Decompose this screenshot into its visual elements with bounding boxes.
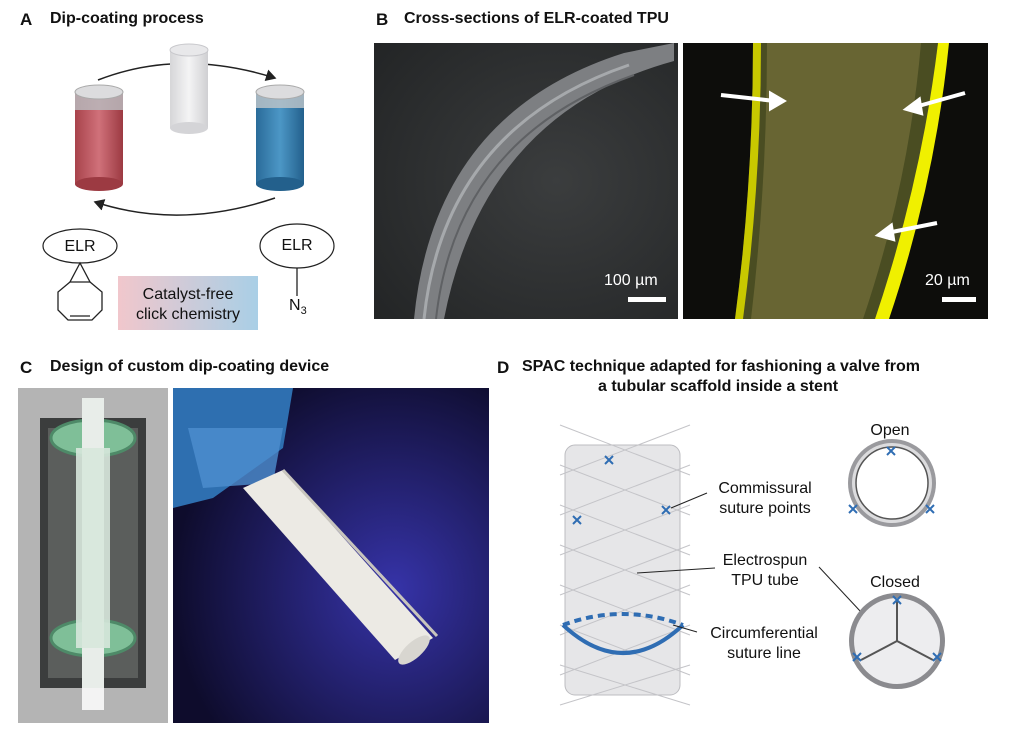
panel-letter-b: B [376,10,389,29]
commissural-label-1: Commissural [718,480,812,497]
scale-label-right: 20 µm [925,272,970,289]
closed-label: Closed [870,574,920,591]
sem-cross-section-image [374,43,678,319]
panel-d-title-1: SPAC technique adapted for fashioning a … [522,358,920,375]
blue-beaker [255,84,305,191]
device-photo [173,388,489,723]
azide-label: N3 [289,297,307,318]
white-tube [169,43,209,134]
electrospun-label-2: TPU tube [731,572,799,589]
electrospun-label-1: Electrospun [722,552,808,569]
suture-line-back [562,612,684,627]
panel-c-title: Design of custom dip-coating device [50,358,330,375]
catalyst-label-1: Catalyst-free [142,286,234,303]
circumferential-label-2: suture line [727,645,801,662]
panel-a-title: Dip-coating process [50,10,204,27]
panel-b-title: Cross-sections of ELR-coated TPU [404,10,669,27]
fluorescence-cross-section-image [683,43,988,319]
bottom-arrow [93,197,276,216]
elr-right-label: ELR [281,237,313,254]
catalyst-label-2: click chemistry [135,306,240,323]
commissural-label-2: suture points [719,500,811,517]
catalyst-box [118,276,258,330]
panel-d-title-2: a tubular scaffold inside a stent [598,378,839,395]
scale-label-left: 100 µm [604,272,658,289]
suture-line-front [561,623,685,655]
circumferential-label-1: Circumferential [710,625,818,642]
dip-coating-diagram [42,43,335,330]
panel-letter-c: C [20,358,33,377]
commissural-marks [572,455,671,525]
scale-bar-left [628,297,666,302]
open-label: Open [870,422,910,439]
scale-bar-right [942,297,976,302]
stent-mesh [559,424,691,706]
panel-letter-d: D [497,358,510,377]
spac-diagram [559,424,945,706]
red-beaker [74,84,124,191]
device-cad-render [18,388,168,723]
open-valve [848,439,936,527]
closed-valve [849,593,945,689]
cyclooctyne-structure [57,261,103,321]
panel-letter-a: A [20,10,33,29]
elr-left-label: ELR [64,238,96,255]
